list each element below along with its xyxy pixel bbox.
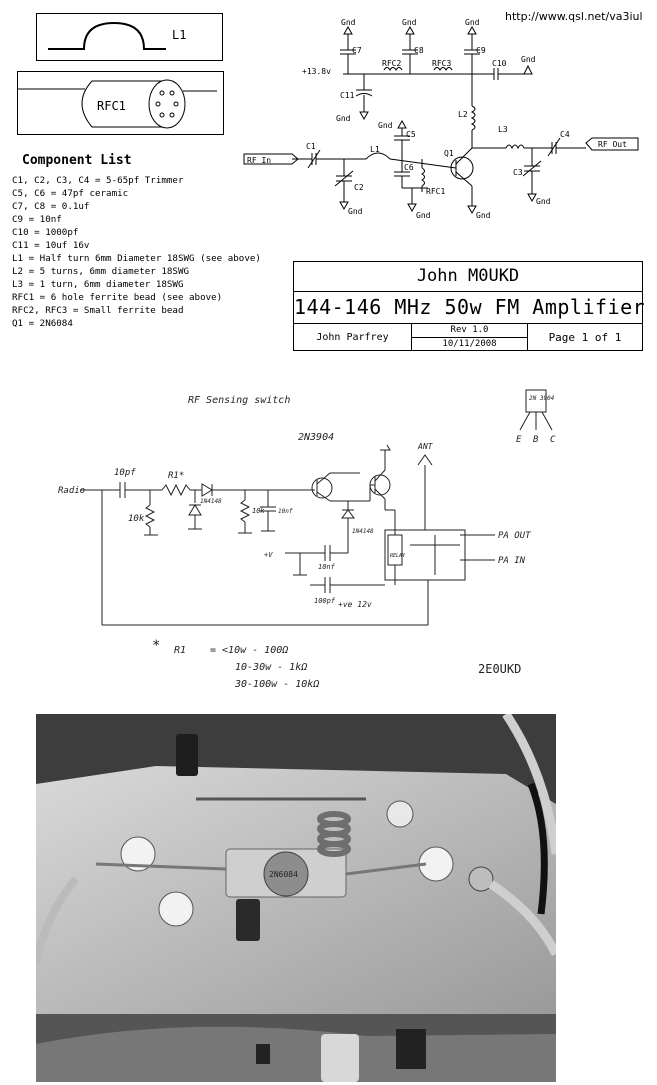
- supply-label: +13.8v: [302, 67, 331, 76]
- label-c11: C11: [340, 91, 355, 100]
- amplifier-photo-drawing: 2N6084: [36, 714, 556, 1082]
- component-item: L1 = Half turn 6mm Diameter 18SWG (see a…: [12, 253, 261, 264]
- title-block-author: John Parfrey: [294, 324, 412, 351]
- r-10k-b: 10k: [252, 507, 265, 515]
- photo-transistor-marking: 2N6084: [269, 870, 298, 879]
- amplifier-schematic: Gnd Gnd Gnd C7 C8 C9 +13.8v RFC2 RFC3 C1…: [243, 18, 639, 220]
- gnd-q1: Gnd: [476, 211, 491, 220]
- c-100pf: 100pf: [314, 597, 336, 605]
- label-rfc3: RFC3: [432, 59, 451, 68]
- label-c1: C1: [306, 142, 316, 151]
- title-block-name: John M0UKD: [294, 262, 642, 292]
- r1-label: R1*: [168, 471, 184, 481]
- label-l3: L3: [498, 125, 508, 134]
- inductor-l1-drawing: L1: [36, 13, 223, 61]
- component-item: C9 = 10nf: [12, 214, 62, 225]
- component-item: RFC2, RFC3 = Small ferrite bead: [12, 305, 184, 316]
- radio-label: Radio: [58, 486, 85, 496]
- note-line-2: 10-30w - 1kΩ: [235, 662, 307, 673]
- gnd-c2: Gnd: [348, 207, 363, 216]
- label-c6: C6: [404, 163, 414, 172]
- ant-label: ANT: [417, 442, 434, 451]
- title-block-revision: Rev 1.0: [412, 324, 528, 338]
- note-line-1: = <10w - 100Ω: [210, 645, 288, 656]
- gnd-c10: Gnd: [521, 55, 536, 64]
- relay-label: RELAY: [390, 553, 406, 559]
- note-star: *: [152, 638, 160, 654]
- component-list-title: Component List: [22, 153, 132, 168]
- note-r1: R1: [174, 645, 186, 656]
- diode2-label: 1N4148: [352, 528, 374, 535]
- label-c4: C4: [560, 130, 570, 139]
- gnd-c8: Gnd: [402, 18, 417, 27]
- label-l2: L2: [458, 110, 468, 119]
- component-list: Component List C1, C2, C3, C4 = 5-65pf T…: [12, 153, 302, 330]
- pinout-part: 2N 3904: [529, 395, 555, 402]
- gnd-c9: Gnd: [465, 18, 480, 27]
- cap-10pf: 10pf: [114, 468, 136, 478]
- plus-v-label: +V: [264, 551, 273, 559]
- label-c2: C2: [354, 183, 364, 192]
- switch-author: 2E0UKD: [478, 662, 521, 676]
- pa-in-label: PA IN: [498, 556, 526, 566]
- pa-out-label: PA OUT: [498, 531, 531, 541]
- amplifier-photo: 2N6084: [36, 714, 556, 1082]
- gnd-c5: Gnd: [378, 121, 393, 130]
- component-item: Q1 = 2N6084: [12, 318, 73, 329]
- component-item: C7, C8 = 0.1uf: [12, 201, 90, 212]
- note-line-3: 30-100w - 10kΩ: [234, 679, 319, 690]
- c-10nf-v: 10nf: [278, 508, 293, 515]
- l1-label: L1: [172, 28, 186, 42]
- title-block-date: 10/11/2008: [412, 338, 528, 351]
- label-c3: C3: [513, 168, 523, 177]
- label-c9: C9: [476, 46, 486, 55]
- pin-e: E: [516, 435, 522, 445]
- label-rfc2: RFC2: [382, 59, 401, 68]
- pin-b: B: [533, 435, 539, 445]
- gnd-c3: Gnd: [536, 197, 551, 206]
- title-block: John M0UKD 144-146 MHz 50w FM Amplifier …: [293, 261, 645, 351]
- gnd-c7: Gnd: [341, 18, 356, 27]
- label-q1: Q1: [444, 149, 454, 158]
- rfc1-box-label: RFC1: [97, 99, 126, 113]
- title-block-page: Page 1 of 1: [548, 331, 622, 344]
- switch-title: RF Sensing switch: [188, 395, 290, 406]
- component-item: L3 = 1 turn, 6mm diameter 18SWG: [12, 279, 184, 290]
- label-c10: C10: [492, 59, 507, 68]
- component-item: C11 = 10uf 16v: [12, 240, 90, 251]
- label-c8: C8: [414, 46, 424, 55]
- pin-c: C: [550, 435, 556, 445]
- c-10nf: 10nf: [318, 563, 336, 571]
- title-block-description: 144-146 MHz 50w FM Amplifier: [294, 292, 645, 324]
- component-item: C10 = 1000pf: [12, 227, 79, 238]
- rf-in-label: RF In: [247, 156, 271, 165]
- ve12-label: +ve 12v: [338, 600, 372, 609]
- component-item: C5, C6 = 47pf ceramic: [12, 188, 129, 199]
- rf-sensing-switch-schematic: RF Sensing switch 2N3904 2N 3904 E B C R…: [58, 389, 556, 690]
- transistor-label: 2N3904: [298, 432, 334, 443]
- label-rfc1: RFC1: [426, 187, 445, 196]
- component-item: C1, C2, C3, C4 = 5-65pf Trimmer: [12, 175, 184, 186]
- label-c7: C7: [352, 46, 362, 55]
- rf-out-label: RF Out: [598, 140, 627, 149]
- source-url: http://www.qsl.net/va3iul: [505, 10, 643, 23]
- rfc1-drawing: RFC1: [17, 71, 224, 135]
- component-item: RFC1 = 6 hole ferrite bead (see above): [12, 292, 223, 303]
- diode1-label: 1N4148: [200, 498, 222, 505]
- label-c5: C5: [406, 130, 416, 139]
- component-item: L2 = 5 turns, 6mm diameter 18SWG: [12, 266, 190, 277]
- gnd-rfc1: Gnd: [416, 211, 431, 220]
- gnd-c11: Gnd: [336, 114, 351, 123]
- r-10k-a: 10k: [128, 514, 145, 524]
- label-l1: L1: [370, 145, 380, 154]
